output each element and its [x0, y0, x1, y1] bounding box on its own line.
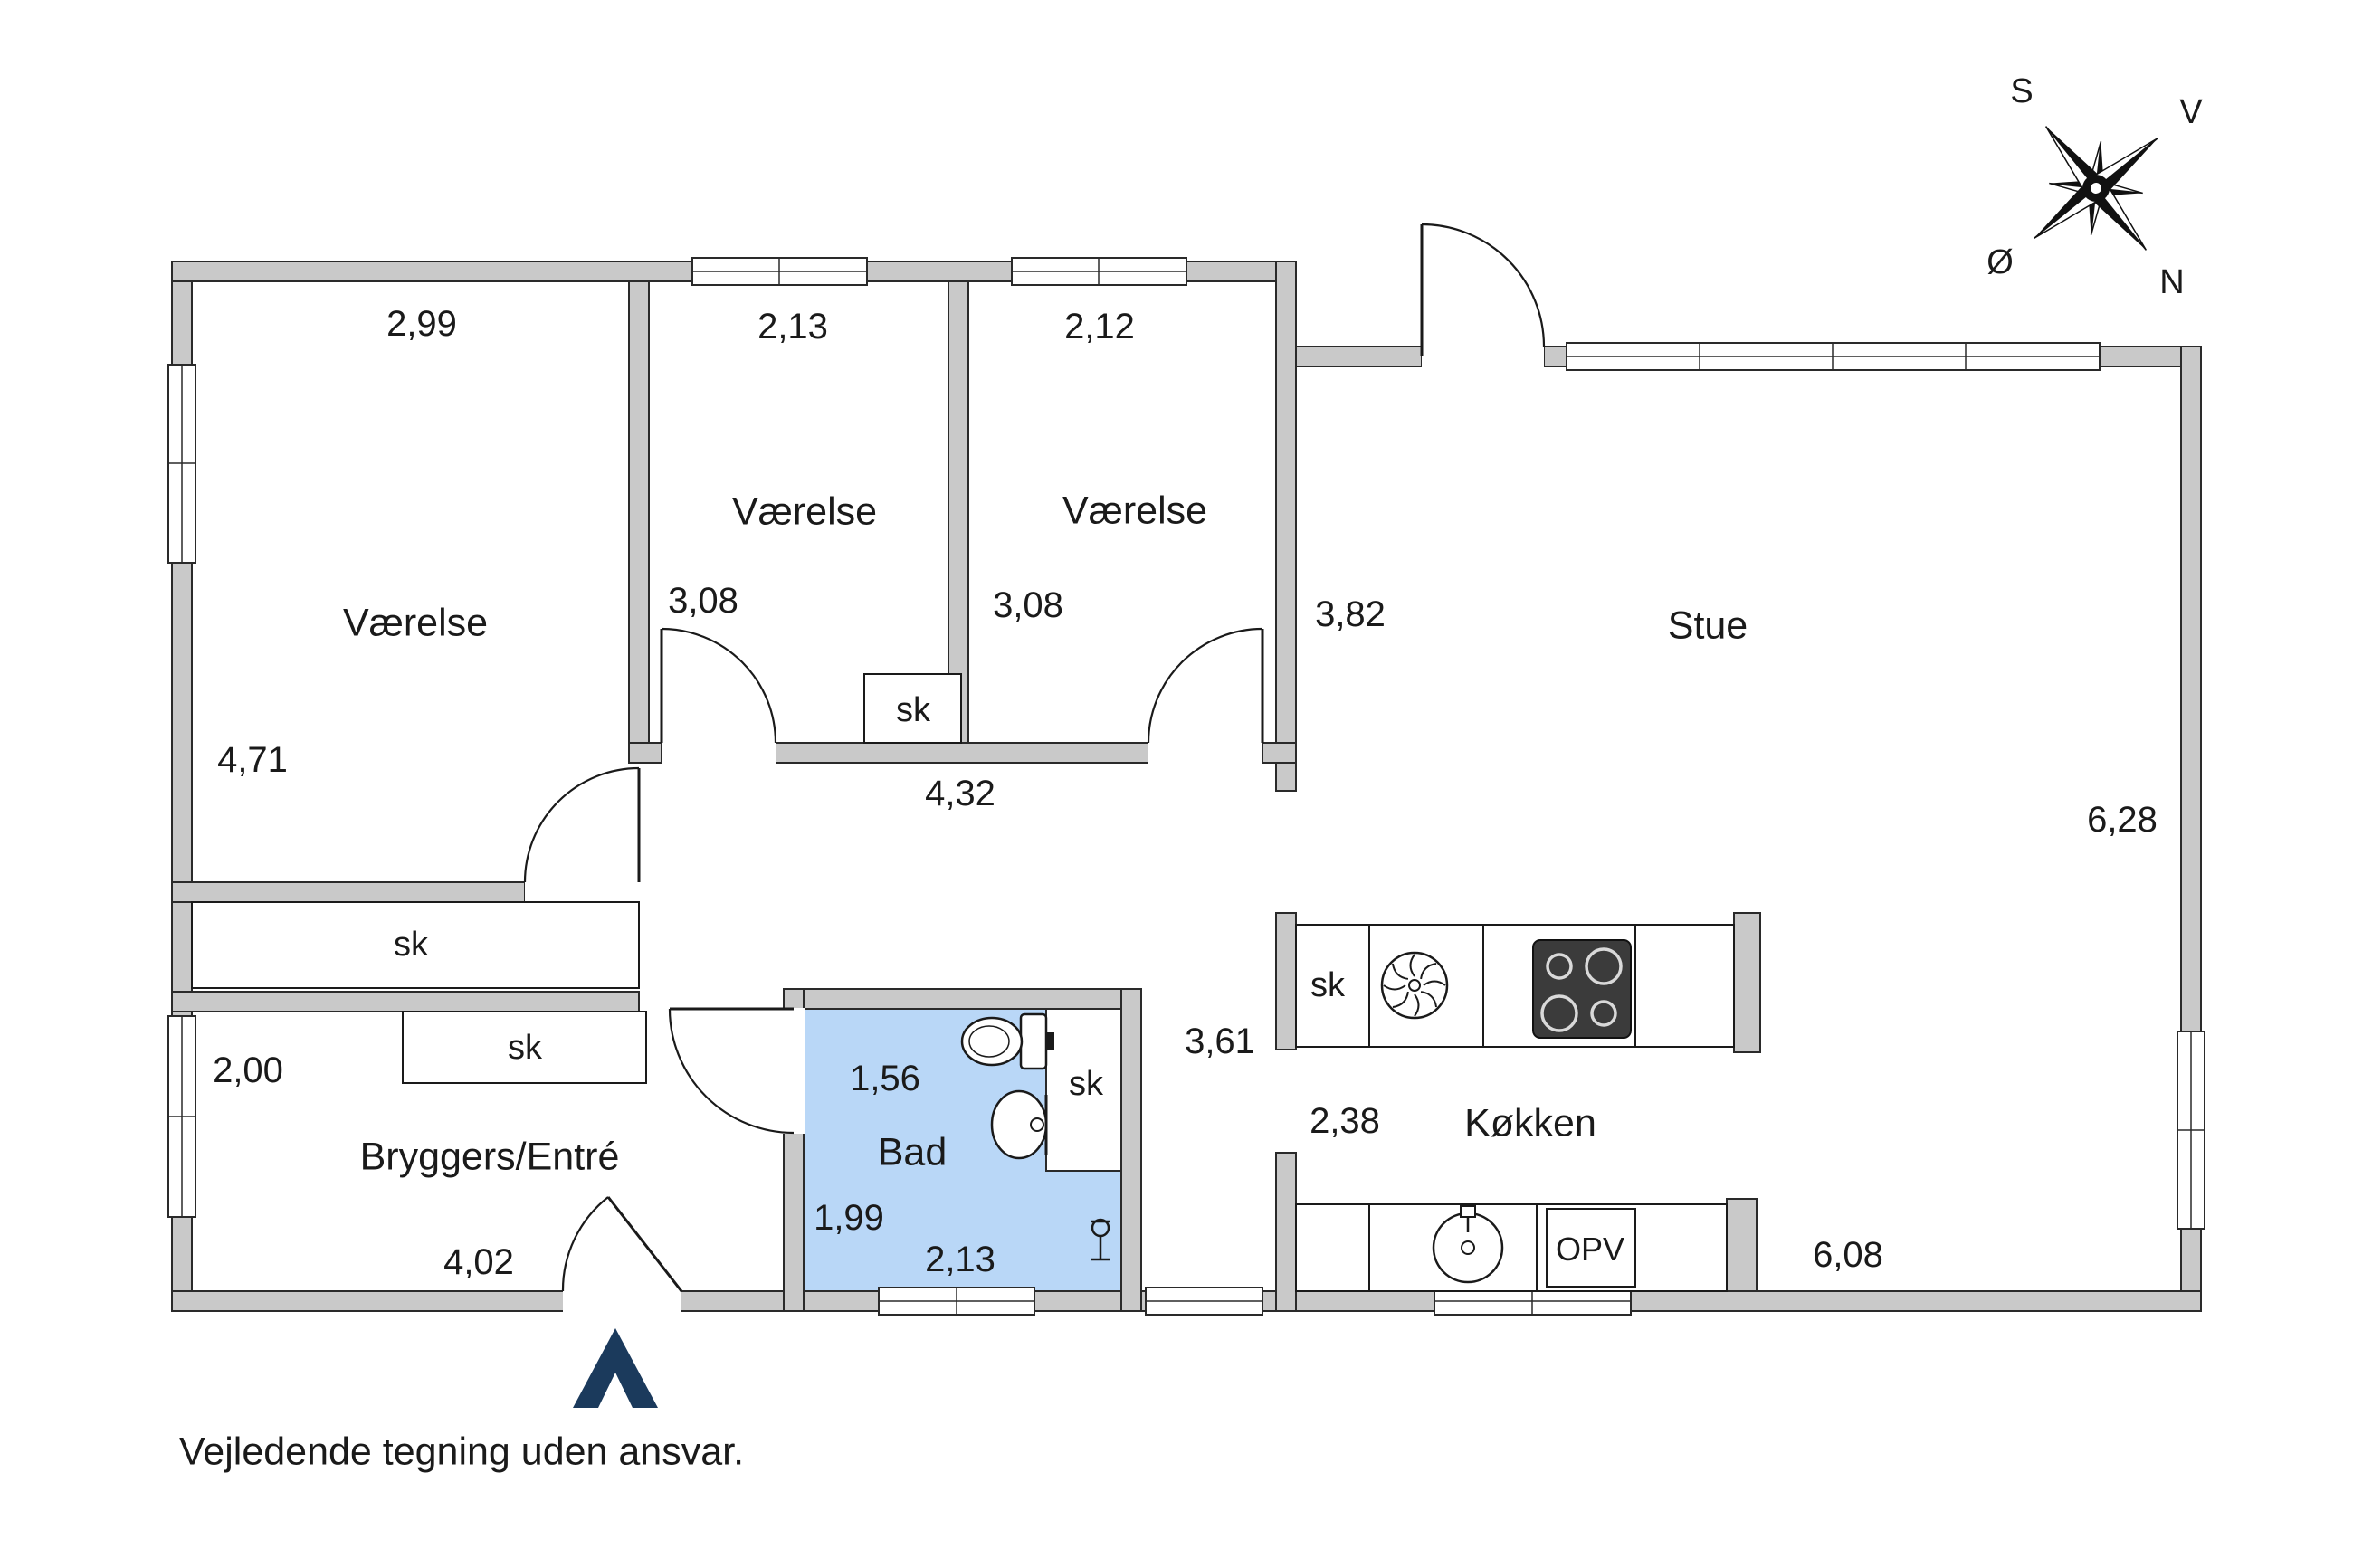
room-label-bad: Bad [877, 1130, 948, 1174]
dim-hall-width: 4,32 [925, 774, 996, 813]
room-label-koekken: Køkken [1464, 1101, 1596, 1145]
dim-vaerelse2-height: 3,08 [668, 581, 738, 621]
bath-sink-icon [990, 1089, 1048, 1160]
room-label-stue: Stue [1667, 603, 1748, 648]
dim-vaerelse3-width: 2,12 [1064, 307, 1135, 347]
door-vaerelse2 [660, 627, 777, 744]
door-stue-top [1420, 223, 1546, 356]
dim-vaerelse3-height: 3,08 [993, 585, 1063, 625]
kitchen-counter-upper [1295, 924, 1735, 1048]
dim-vaerelse1-height: 4,71 [217, 740, 288, 780]
door-openings [525, 345, 1544, 1313]
wall-outer-top-right-a [1295, 346, 1423, 367]
door-vaerelse3 [1147, 627, 1264, 744]
wall-hall-stue [1275, 261, 1297, 792]
kitchen-counters [1295, 924, 1735, 1292]
wall-bath-left [783, 1132, 805, 1312]
dim-kitchen-bottom: 6,08 [1813, 1235, 1883, 1275]
wall-v1-v2 [628, 280, 650, 764]
wall-bryggers-top [171, 991, 640, 1012]
toilet-icon [960, 1012, 1054, 1070]
windows [167, 257, 2205, 1316]
wall-bedrooms-bottom-a [628, 742, 662, 764]
closet-label-kitchen: sk [1310, 966, 1345, 1004]
window-vaerelse1-left [167, 364, 196, 564]
wall-kitchen-stub-upper [1275, 912, 1297, 1050]
dim-bad-bottom: 2,13 [925, 1240, 996, 1279]
wall-bath-right [1120, 988, 1142, 1312]
compass-label-n: N [2159, 263, 2185, 301]
dishwasher-box [1546, 1208, 1636, 1288]
dim-bryggers-width: 4,02 [443, 1242, 514, 1282]
door-vaerelse1 [523, 766, 641, 883]
wall-bath-left-stub [783, 988, 805, 1010]
dim-kitchen-mid: 2,38 [1310, 1101, 1380, 1141]
room-label-vaerelse2: Værelse [731, 489, 878, 534]
wall-bedrooms-bottom-b [775, 742, 1149, 764]
dim-hall-height: 3,82 [1315, 594, 1386, 634]
compass-rose-icon [2034, 126, 2158, 251]
wall-counter-stub-lower [1726, 1198, 1758, 1292]
wall-counter-stub-upper [1733, 912, 1761, 1053]
window-vaerelse3 [1011, 257, 1187, 286]
wall-v1-bottom [171, 881, 526, 903]
doors [523, 223, 1546, 1292]
closet-bryggers [402, 1011, 647, 1084]
door-entrance [561, 1196, 683, 1292]
wall-bedrooms-bottom-c [1262, 742, 1297, 764]
window-bryggers-left [167, 1015, 196, 1218]
room-label-vaerelse3: Værelse [1062, 489, 1208, 533]
door-bathroom [668, 1007, 795, 1135]
dishwasher-label: OPV [1555, 1231, 1625, 1268]
disclaimer-text: Vejledende tegning uden ansvar. [179, 1430, 745, 1474]
window-stue-top [1566, 342, 2101, 371]
window-bath-bottom [878, 1287, 1035, 1316]
compass-label-s: S [2010, 72, 2034, 110]
dim-bad-left: 1,99 [814, 1198, 884, 1238]
dim-kitchen-upper: 3,61 [1185, 1022, 1255, 1061]
stove-icon [1532, 939, 1632, 1039]
room-label-vaerelse1: Værelse [342, 601, 489, 645]
dim-vaerelse1-width: 2,99 [386, 304, 457, 344]
window-nook-bottom [1145, 1287, 1263, 1316]
closet-vaerelse1 [191, 901, 640, 989]
kitchen-counter-lower [1295, 1203, 1728, 1292]
closet-label-vaerelse2: sk [896, 691, 930, 729]
kitchen-sink-icon [1432, 1205, 1504, 1284]
wall-kitchen-stub-lower [1275, 1152, 1297, 1312]
wall-bath-top [783, 988, 1142, 1010]
window-stue-right [2177, 1031, 2205, 1230]
entrance-arrow-icon [573, 1328, 658, 1408]
room-label-bryggers: Bryggers/Entré [359, 1135, 620, 1179]
closet-vaerelse2 [863, 673, 962, 744]
dim-stue-height: 6,28 [2087, 800, 2158, 840]
closet-label-bath: sk [1069, 1065, 1103, 1103]
closet-label-bryggers: sk [508, 1029, 542, 1067]
faucet-icon [1091, 1218, 1110, 1261]
closet-label-vaerelse1: sk [394, 926, 428, 964]
closets [191, 673, 962, 1084]
compass-label-o: Ø [1986, 243, 2014, 281]
compass-label-v: V [2179, 93, 2203, 131]
dim-bad-top: 1,56 [850, 1059, 920, 1098]
bath-closet-box [1045, 1008, 1122, 1172]
fan-icon [1380, 951, 1449, 1020]
dim-vaerelse2-width: 2,13 [757, 307, 828, 347]
dim-bryggers-height: 2,00 [213, 1050, 283, 1090]
window-vaerelse2 [691, 257, 868, 286]
